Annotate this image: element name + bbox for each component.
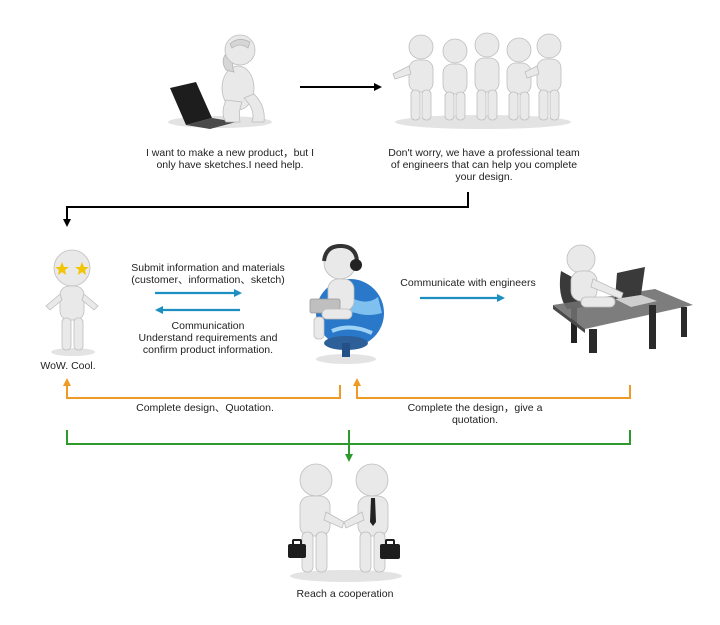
design-quotation-right-text: Complete the design，give a quotation. bbox=[407, 402, 543, 426]
excited-client-illustration bbox=[45, 249, 99, 356]
arrow-design-to-service bbox=[353, 378, 631, 399]
arrow-back-to-client bbox=[63, 192, 469, 227]
design-quotation-left-text: Complete design、Quotation. bbox=[136, 402, 274, 414]
client-reaction-text: WoW. Cool. bbox=[40, 360, 96, 372]
communication-line3: confirm product information. bbox=[142, 344, 274, 356]
submit-info-line2: (customer、information、sketch) bbox=[131, 274, 285, 286]
communication-line2: Understand requirements and bbox=[138, 332, 278, 344]
customer-service-illustration bbox=[309, 243, 384, 364]
communication-text: Communication Understand requirements an… bbox=[118, 320, 298, 356]
communication-line1: Communication bbox=[171, 320, 245, 332]
engineer-at-desk-illustration bbox=[553, 244, 693, 353]
communicate-engineers-text: Communicate with engineers bbox=[400, 277, 536, 289]
handshake-illustration bbox=[288, 463, 402, 582]
worried-person-laptop-illustration bbox=[168, 34, 272, 129]
engineer-team-illustration bbox=[392, 32, 571, 129]
submit-info-text: Submit information and materials (custom… bbox=[118, 262, 298, 286]
team-reply-text: Don't worry, we have a professional team… bbox=[388, 147, 580, 183]
client-need-text: I want to make a new product，but I only … bbox=[145, 147, 315, 171]
submit-info-line1: Submit information and materials bbox=[131, 262, 285, 274]
arrow-quotation-to-client bbox=[63, 378, 341, 399]
cooperation-text: Reach a cooperation bbox=[296, 588, 394, 600]
